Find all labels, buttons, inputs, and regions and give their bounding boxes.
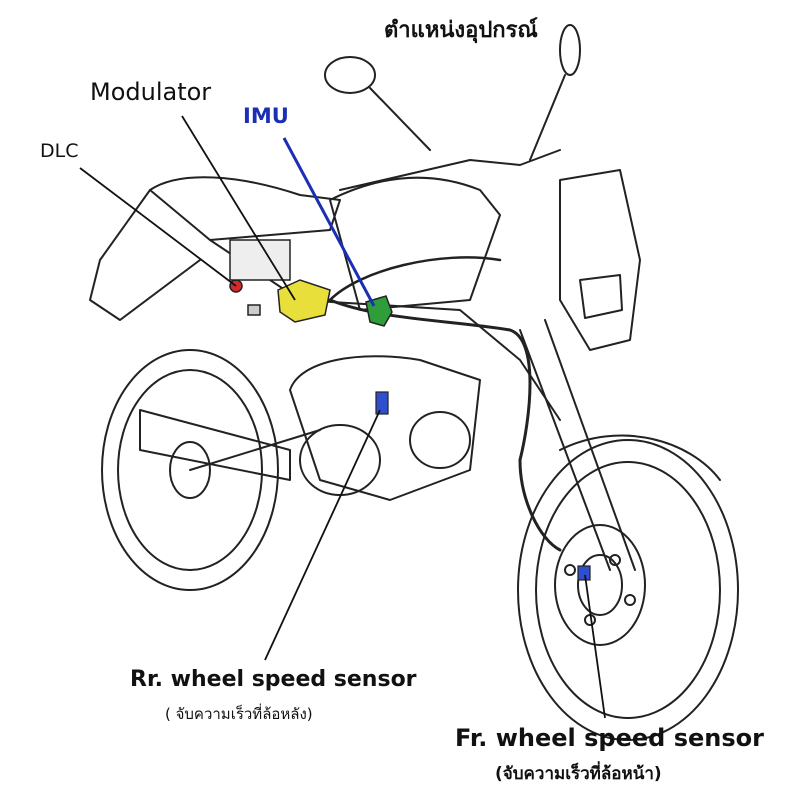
dlc-leader <box>79 167 237 287</box>
front-sensor-thai-label: (จับความเร็วที่ล้อหน้า) <box>495 764 662 784</box>
exhaust <box>139 409 291 481</box>
headlight <box>559 169 641 351</box>
rear-sensor-part <box>375 391 389 415</box>
front-fender <box>559 434 721 481</box>
front-fork <box>519 329 611 571</box>
rear-wheel-icon <box>101 349 279 591</box>
dlc-label: DLC <box>40 140 79 162</box>
front-sensor-part <box>577 565 591 581</box>
rear-sensor-leader <box>264 409 381 661</box>
imu-label: IMU <box>243 104 289 128</box>
front-sensor-leader <box>584 574 606 719</box>
front-sensor-label: Fr. wheel speed sensor <box>455 724 764 752</box>
rear-sensor-label: Rr. wheel speed sensor <box>130 667 417 692</box>
rear-sensor-thai-label: ( จับความเร็วที่ล้อหลัง) <box>165 705 313 723</box>
swingarm <box>189 429 321 471</box>
handlebar <box>339 149 561 191</box>
modulator-part <box>229 239 331 323</box>
modulator-label: Modulator <box>90 78 212 106</box>
modulator-leader <box>181 115 296 301</box>
tail-fender <box>89 189 201 321</box>
engine <box>289 355 481 501</box>
fuel-tank <box>329 176 501 311</box>
imu-leader <box>282 137 376 307</box>
front-wheel-icon <box>517 439 739 741</box>
mirror-icon <box>324 24 581 161</box>
brake-line <box>328 298 562 552</box>
page-title: ตำแหน่งอุปกรณ์ <box>384 18 538 43</box>
